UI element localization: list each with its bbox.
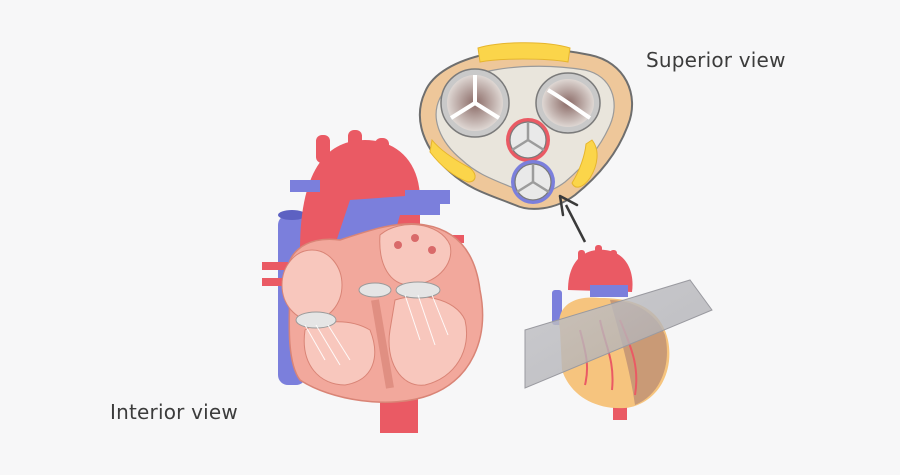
aortic-valve-section	[358, 282, 392, 298]
view-arrow	[558, 194, 587, 243]
superior-view-label: Superior view	[646, 48, 786, 72]
right-atrium	[281, 249, 343, 321]
aortic-valve	[506, 118, 550, 162]
interior-view-illustration	[262, 130, 484, 433]
interior-view-label: Interior view	[110, 400, 238, 424]
left-ventricle	[388, 296, 467, 386]
tricuspid-valve	[440, 68, 510, 138]
tricuspid-valve-section	[295, 311, 337, 329]
mitral-valve	[535, 72, 601, 134]
left-atrium	[379, 224, 452, 286]
pulmonary-valve	[511, 160, 555, 204]
chordae-tendineae	[304, 294, 449, 366]
mitral-valve-section	[395, 281, 441, 299]
interventricular-septum	[371, 299, 394, 389]
fat-deposit-top	[477, 42, 571, 63]
small-heart-illustration	[524, 245, 713, 420]
fat-deposit-left	[429, 138, 476, 183]
right-ventricle	[303, 321, 376, 386]
superior-view-illustration	[418, 42, 633, 210]
fat-deposit-right	[571, 139, 598, 188]
cutting-plane	[524, 279, 713, 389]
